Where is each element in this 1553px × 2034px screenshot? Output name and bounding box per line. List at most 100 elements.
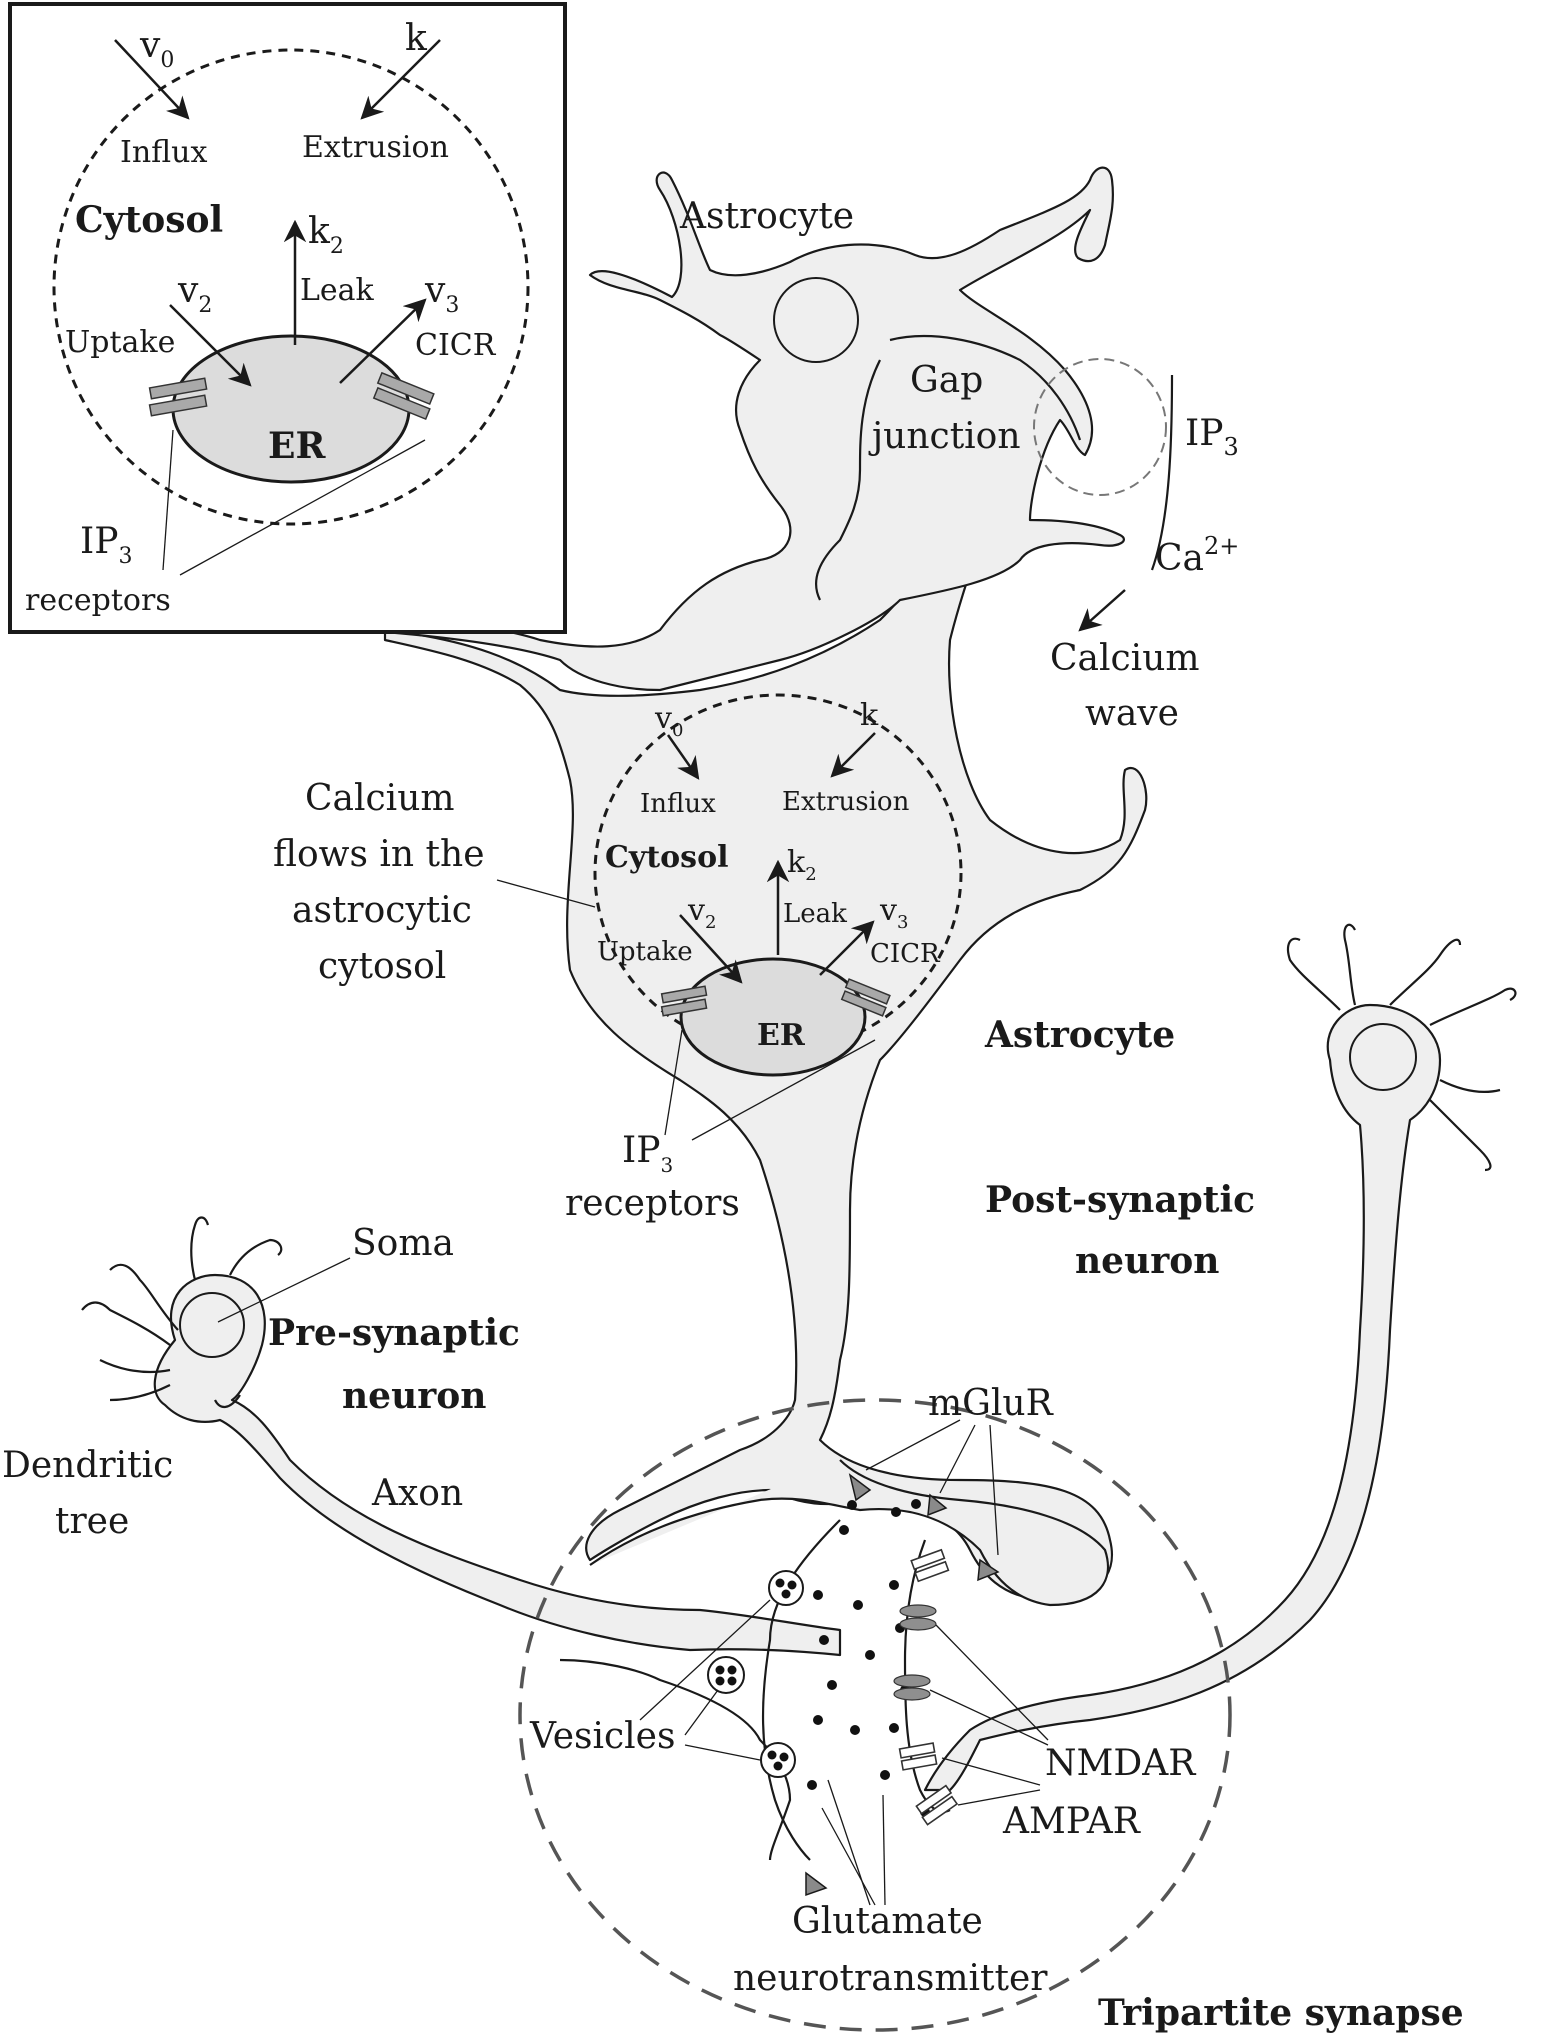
calcium-wave-label-1: Calcium (1050, 638, 1200, 679)
central-er-label: ER (757, 1018, 806, 1053)
central-ip3-receptor-right (840, 978, 891, 1017)
vesicles-leader (684, 1689, 719, 1736)
ampar-leader (957, 1789, 1041, 1806)
inset-cicr-label: CICR (415, 328, 497, 363)
tripartite-synapse-label: Tripartite synapse (1098, 1992, 1464, 2034)
glutamate-molecules (807, 1499, 930, 1817)
mglur-leader (865, 1419, 961, 1471)
ampar-receptor (910, 1548, 950, 1583)
gap-junction-circle (1033, 358, 1167, 496)
top-astrocyte-body (383, 166, 1126, 692)
central-v2-label: v2 (687, 893, 716, 933)
inset-extrusion-arrow (360, 39, 441, 120)
inset-uptake-label: Uptake (65, 325, 175, 360)
postsynaptic-title-2: neuron (1075, 1240, 1219, 1282)
perisynaptic-astrocyte-cap (589, 1459, 1110, 1607)
mglur-receptor (805, 1871, 828, 1897)
axon-label: Axon (371, 1473, 463, 1514)
inset-k-label: k (405, 18, 428, 59)
central-flows-leader (496, 879, 596, 908)
calcium-flows-label-3: astrocytic (292, 890, 472, 931)
central-leak-label: Leak (783, 899, 847, 929)
glutamate-label-1: Glutamate (792, 1901, 983, 1942)
inset-ip3-label: IP3 (80, 521, 132, 569)
central-cicr-label: CICR (870, 939, 941, 969)
central-cytosol-boundary (593, 693, 963, 1053)
central-extrusion-arrow (830, 732, 876, 778)
presynaptic-terminal (761, 1519, 841, 1861)
inset-uptake-arrow (169, 304, 252, 387)
soma-label: Soma (352, 1223, 454, 1264)
calcium-wave-path (1150, 374, 1174, 571)
calcium-flows-label-1: Calcium (305, 778, 455, 819)
gap-junction-outline (889, 334, 1082, 441)
inset-influx-label: Influx (120, 135, 208, 170)
glutamate-leader (882, 1794, 886, 1906)
nmdar-leader (935, 1624, 1049, 1741)
inset-leak-label: Leak (300, 273, 375, 308)
central-astrocyte-label: Astrocyte (984, 1014, 1175, 1056)
inset-v0-label: v0 (139, 25, 174, 73)
junction-label: junction (868, 416, 1021, 457)
central-cytosol-label: Cytosol (605, 840, 728, 875)
vesicles-label: Vesicles (529, 1716, 675, 1757)
mglur-label: mGluR (928, 1383, 1054, 1424)
vesicles-leader (684, 1744, 761, 1761)
vesicles-leader (639, 1599, 771, 1721)
soma-leader (217, 1257, 351, 1323)
postsynaptic-title-1: Post-synaptic (985, 1179, 1255, 1221)
ca-label: Ca2+ (1155, 532, 1239, 579)
nmdar-receptor (899, 1604, 937, 1618)
nmdar-receptor (899, 1617, 937, 1631)
central-cicr-arrow (819, 920, 875, 976)
vesicle (760, 1742, 796, 1778)
central-receptors-label: receptors (565, 1183, 740, 1224)
nmdar-receptor (893, 1687, 931, 1701)
central-influx-arrow (666, 734, 700, 780)
ampar-receptor (898, 1742, 938, 1771)
dendritic-label-1: Dendritic (2, 1445, 173, 1486)
central-er (679, 957, 867, 1077)
central-ip3-leader-b (691, 1039, 876, 1141)
inset-cicr-arrow (339, 298, 427, 384)
inset-v2-label: v2 (177, 270, 212, 318)
ampar-label: AMPAR (1002, 1801, 1141, 1842)
central-influx-label: Influx (640, 789, 716, 819)
central-v3-label: v3 (879, 893, 908, 933)
top-astrocyte-nucleus (773, 277, 859, 363)
inset-cytosol-label: Cytosol (75, 199, 223, 241)
postsynaptic-neuron (923, 923, 1517, 1792)
inset-box (8, 2, 567, 634)
top-astrocyte-lower-process (815, 359, 881, 601)
nmdar-leader (929, 1689, 1049, 1746)
mglur-receptor (927, 1493, 948, 1517)
ip3-wave-label: IP3 (1185, 413, 1239, 461)
inset-v3-label: v3 (424, 270, 459, 318)
calcium-wave-label-2: wave (1085, 693, 1179, 734)
inset-er-label: ER (268, 425, 326, 467)
inset-ip3-leader-a (162, 429, 174, 571)
glutamate-label-2: neurotransmitter (733, 1958, 1048, 1999)
mglur-leader (939, 1424, 976, 1494)
central-ip3-leader-a (664, 1029, 683, 1136)
ampar-receptor (915, 1784, 959, 1826)
presynaptic-title-1: Pre-synaptic (268, 1312, 520, 1354)
inset-extrusion-label: Extrusion (302, 130, 449, 165)
central-extrusion-label: Extrusion (782, 787, 910, 817)
calcium-wave-arrow (1078, 589, 1126, 632)
inset-ip3-receptor-right (372, 371, 435, 421)
tripartite-synapse-boundary (518, 1398, 1232, 2032)
dendritic-label-2: tree (55, 1501, 129, 1542)
gap-label: Gap (910, 360, 983, 401)
inset-receptors-label: receptors (25, 583, 171, 618)
presynaptic-title-2: neuron (342, 1375, 486, 1417)
inset-influx-arrow (114, 39, 190, 120)
nmdar-label: NMDAR (1045, 1743, 1196, 1784)
inset-ip3-receptor-left (148, 377, 208, 417)
inset-k2-label: k2 (308, 211, 344, 259)
presynaptic-neuron (81, 1216, 842, 1861)
central-uptake-arrow (679, 914, 743, 984)
mglur-receptor (848, 1473, 872, 1502)
calcium-flows-label-4: cytosol (318, 946, 446, 987)
